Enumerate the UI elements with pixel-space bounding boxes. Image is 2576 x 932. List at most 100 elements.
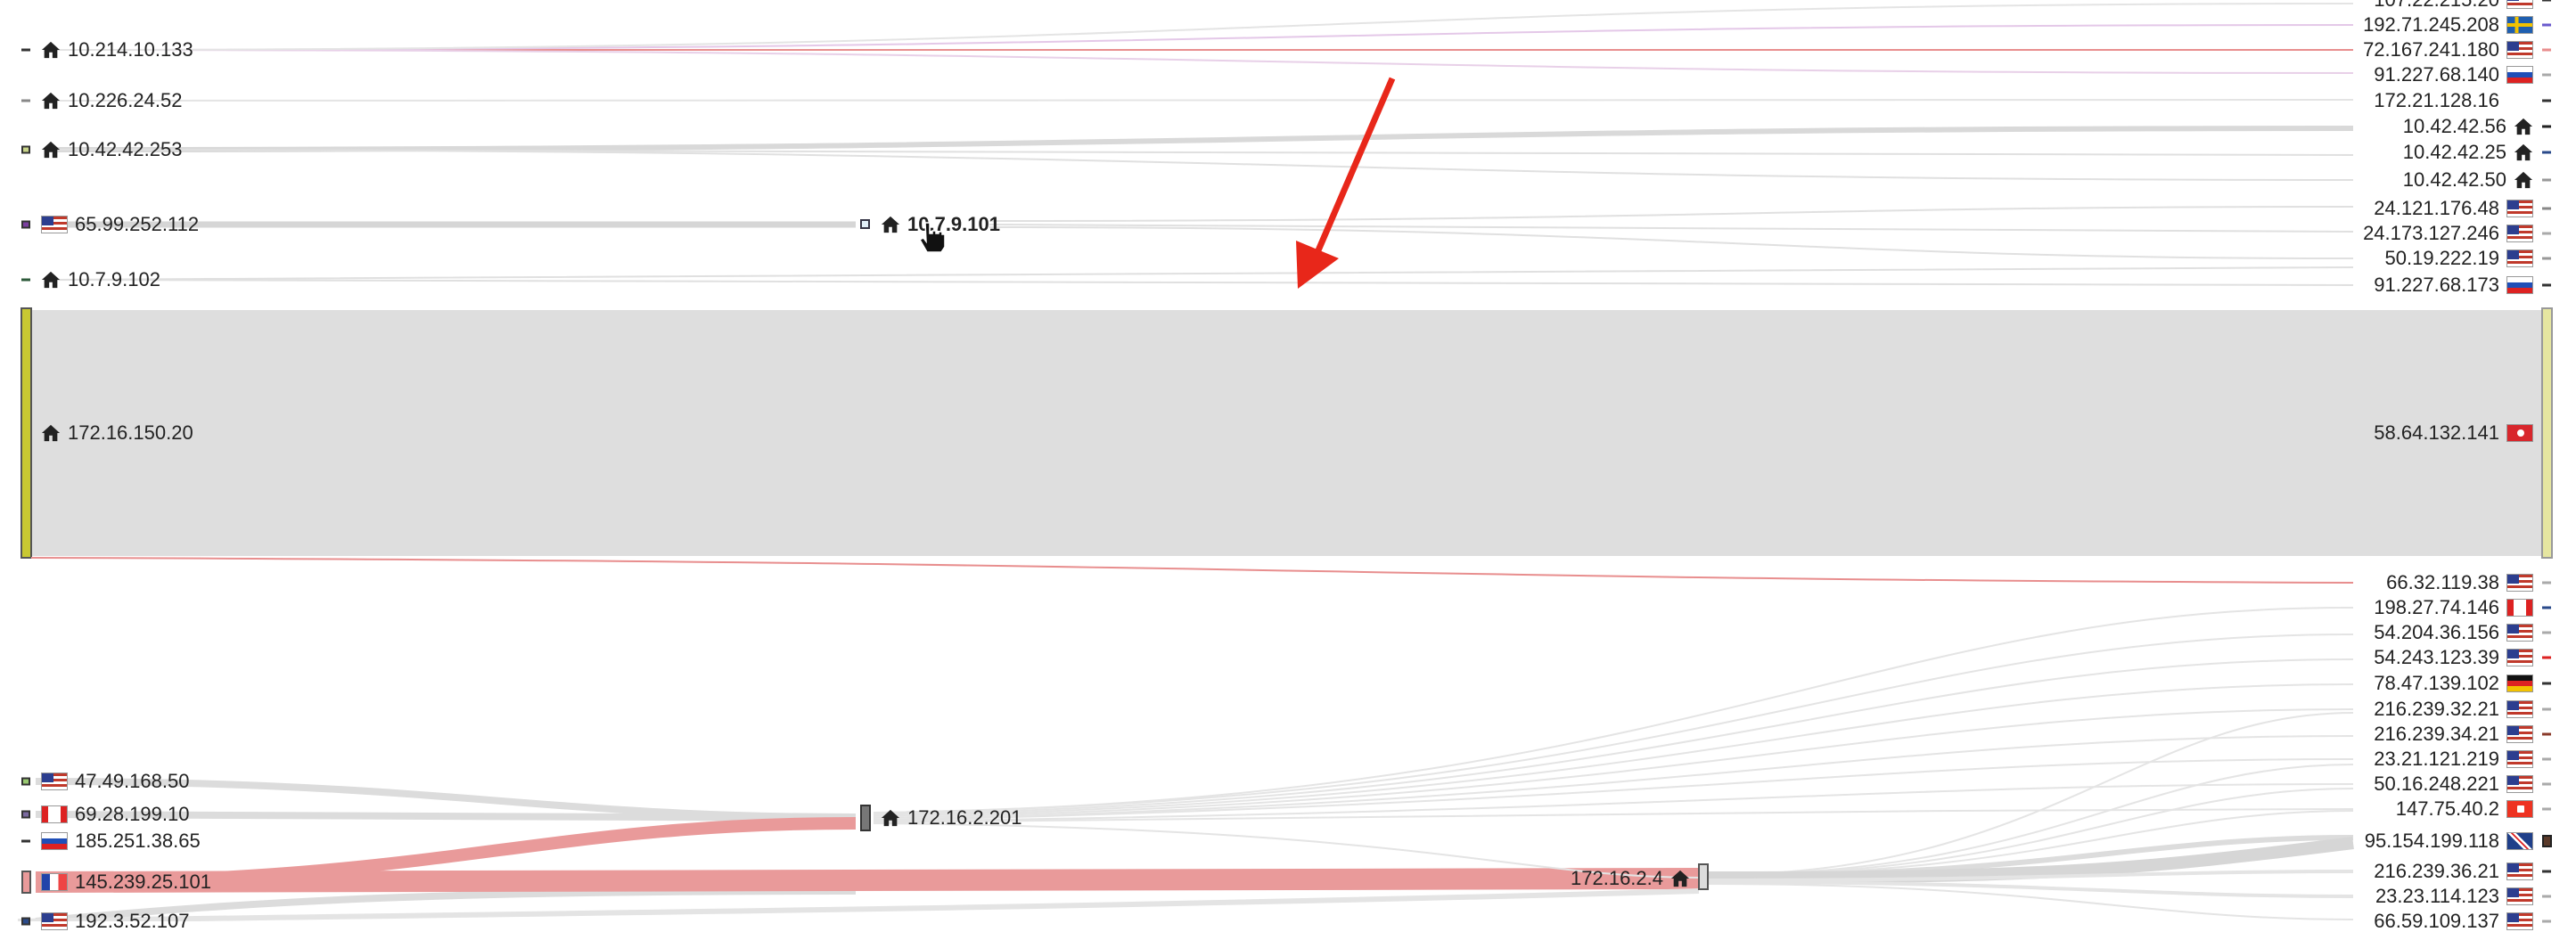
- right-node-95-154-199-118[interactable]: 95.154.199.118: [2365, 831, 2533, 851]
- node-ip-label: 58.64.132.141: [2374, 421, 2499, 444]
- node-ip-label: 66.59.109.137: [2374, 910, 2499, 932]
- right-node-23-21-121-219[interactable]: 23.21.121.219: [2374, 749, 2533, 769]
- node-marker-23-21-121-219[interactable]: [2542, 757, 2551, 761]
- right-node-10-42-42-25[interactable]: 10.42.42.25: [2403, 143, 2533, 162]
- right-node-216-239-36-21[interactable]: 216.239.36.21: [2374, 862, 2533, 881]
- right-node-50-16-248-221[interactable]: 50.16.248.221: [2374, 774, 2533, 794]
- node-bar-172-16-150-20[interactable]: [21, 307, 32, 559]
- node-marker-172-21-128-16[interactable]: [2542, 99, 2551, 102]
- right-node-66-59-109-137[interactable]: 66.59.109.137: [2374, 912, 2533, 931]
- link: [53, 49, 2354, 74]
- node-marker-10-42-42-50[interactable]: [2542, 178, 2551, 182]
- left-node-10-214-10-133[interactable]: 10.214.10.133: [41, 40, 193, 60]
- node-marker-10-42-42-25[interactable]: [2542, 151, 2551, 154]
- left-node-10-226-24-52[interactable]: 10.226.24.52: [41, 91, 182, 110]
- right-node-10-42-42-56[interactable]: 10.42.42.56: [2403, 117, 2533, 136]
- node-marker-23-23-114-123[interactable]: [2542, 895, 2551, 898]
- left-node-185-251-38-65[interactable]: 185.251.38.65: [41, 831, 201, 851]
- node-bar-172-16-2-4[interactable]: [1698, 863, 1709, 890]
- node-marker-24-121-176-48[interactable]: [2542, 207, 2551, 210]
- right-node-172-21-128-16[interactable]: 172.21.128.16: [2374, 91, 2533, 110]
- node-marker-216-239-36-21[interactable]: [2542, 870, 2551, 873]
- node-ip-label: 65.99.252.112: [75, 213, 200, 235]
- node-marker-24-173-127-246[interactable]: [2542, 232, 2551, 235]
- node-marker-65-99-252-112[interactable]: [21, 220, 30, 229]
- left-node-192-3-52-107[interactable]: 192.3.52.107: [41, 912, 189, 931]
- left-node-47-49-168-50[interactable]: 47.49.168.50: [41, 772, 189, 791]
- node-marker-145-239-25-101[interactable]: [21, 871, 31, 894]
- link: [1707, 712, 2354, 876]
- right-node-192-71-245-208[interactable]: 192.71.245.208: [2363, 15, 2533, 35]
- flag-us-icon: [2506, 725, 2533, 743]
- right-node-10-42-42-50[interactable]: 10.42.42.50: [2403, 170, 2533, 190]
- right-node-91-227-68-173[interactable]: 91.227.68.173: [2374, 275, 2533, 295]
- node-bar-10-7-9-101[interactable]: [860, 219, 870, 229]
- middle-node-10-7-9-101[interactable]: 10.7.9.101: [881, 215, 1000, 234]
- hand-cursor-icon: [918, 222, 946, 253]
- right-node-198-27-74-146[interactable]: 198.27.74.146: [2374, 598, 2533, 617]
- node-marker-50-19-222-19[interactable]: [2542, 257, 2551, 260]
- node-marker-72-167-241-180[interactable]: [2542, 48, 2551, 52]
- right-node-72-167-241-180[interactable]: 72.167.241.180: [2363, 40, 2533, 60]
- node-marker-54-204-36-156[interactable]: [2542, 631, 2551, 634]
- middle-node-172-16-2-201[interactable]: 172.16.2.201: [881, 808, 1021, 828]
- right-node-216-239-32-21[interactable]: 216.239.32.21: [2374, 699, 2533, 719]
- node-marker-10-7-9-102[interactable]: [21, 278, 30, 282]
- node-marker-10-42-42-56[interactable]: [2542, 125, 2551, 128]
- node-marker-91-227-68-173[interactable]: [2542, 283, 2551, 287]
- node-ip-label: 10.214.10.133: [68, 38, 193, 61]
- middle-node-172-16-2-4[interactable]: 172.16.2.4: [1571, 869, 1690, 888]
- right-node-54-243-123-39[interactable]: 54.243.123.39: [2374, 648, 2533, 667]
- left-node-172-16-150-20[interactable]: 172.16.150.20: [41, 423, 193, 443]
- right-node-54-204-36-156[interactable]: 54.204.36.156: [2374, 623, 2533, 642]
- flag-fr-icon: [41, 873, 68, 891]
- right-node-107-22-215-20[interactable]: 107.22.215.20: [2374, 0, 2533, 10]
- right-node-216-239-34-21[interactable]: 216.239.34.21: [2374, 724, 2533, 744]
- node-marker-10-226-24-52[interactable]: [21, 99, 30, 102]
- node-marker-47-49-168-50[interactable]: [21, 777, 30, 786]
- node-marker-10-42-42-253[interactable]: [21, 145, 30, 154]
- right-node-50-19-222-19[interactable]: 50.19.222.19: [2385, 249, 2533, 268]
- node-marker-10-214-10-133[interactable]: [21, 48, 30, 52]
- node-marker-185-251-38-65[interactable]: [21, 839, 30, 843]
- node-marker-198-27-74-146[interactable]: [2542, 606, 2551, 609]
- left-node-10-7-9-102[interactable]: 10.7.9.102: [41, 270, 160, 290]
- home-icon: [881, 216, 900, 233]
- right-node-24-173-127-246[interactable]: 24.173.127.246: [2363, 224, 2533, 243]
- right-node-58-64-132-141[interactable]: 58.64.132.141: [2374, 423, 2533, 443]
- right-node-91-227-68-140[interactable]: 91.227.68.140: [2374, 65, 2533, 85]
- node-marker-107-22-215-20[interactable]: [2542, 0, 2551, 2]
- node-marker-95-154-199-118[interactable]: [2542, 835, 2552, 847]
- node-marker-50-16-248-221[interactable]: [2542, 782, 2551, 786]
- node-marker-78-47-139-102[interactable]: [2542, 682, 2551, 685]
- right-node-24-121-176-48[interactable]: 24.121.176.48: [2374, 199, 2533, 218]
- right-node-23-23-114-123[interactable]: 23.23.114.123: [2375, 887, 2533, 906]
- flow-band-172-16-150-20[interactable]: [27, 310, 2546, 556]
- link: [1707, 883, 2354, 920]
- node-marker-192-3-52-107[interactable]: [21, 917, 30, 926]
- node-marker-69-28-199-10[interactable]: [21, 810, 30, 819]
- node-marker-91-227-68-140[interactable]: [2542, 73, 2551, 77]
- node-marker-54-243-123-39[interactable]: [2542, 656, 2551, 659]
- link: [1707, 837, 2354, 884]
- right-node-147-75-40-2[interactable]: 147.75.40.2: [2396, 799, 2533, 819]
- flag-us-icon: [2506, 912, 2533, 930]
- right-node-78-47-139-102[interactable]: 78.47.139.102: [2374, 674, 2533, 693]
- node-bar-58-64-132-141[interactable]: [2541, 307, 2553, 559]
- link: [873, 606, 2354, 813]
- node-marker-216-239-32-21[interactable]: [2542, 707, 2551, 711]
- node-marker-216-239-34-21[interactable]: [2542, 732, 2551, 736]
- node-bar-172-16-2-201[interactable]: [860, 805, 871, 831]
- left-node-65-99-252-112[interactable]: 65.99.252.112: [41, 215, 199, 234]
- node-marker-66-59-109-137[interactable]: [2542, 920, 2551, 923]
- node-marker-192-71-245-208[interactable]: [2542, 23, 2551, 27]
- left-node-69-28-199-10[interactable]: 69.28.199.10: [41, 805, 189, 824]
- right-node-66-32-119-38[interactable]: 66.32.119.38: [2386, 573, 2533, 593]
- node-ip-label: 54.204.36.156: [2374, 621, 2499, 643]
- left-node-10-42-42-253[interactable]: 10.42.42.253: [41, 140, 182, 159]
- node-ip-label: 198.27.74.146: [2374, 596, 2499, 618]
- left-node-145-239-25-101[interactable]: 145.239.25.101: [41, 872, 211, 892]
- node-marker-147-75-40-2[interactable]: [2542, 807, 2551, 811]
- node-marker-66-32-119-38[interactable]: [2542, 581, 2551, 585]
- link: [1707, 788, 2354, 876]
